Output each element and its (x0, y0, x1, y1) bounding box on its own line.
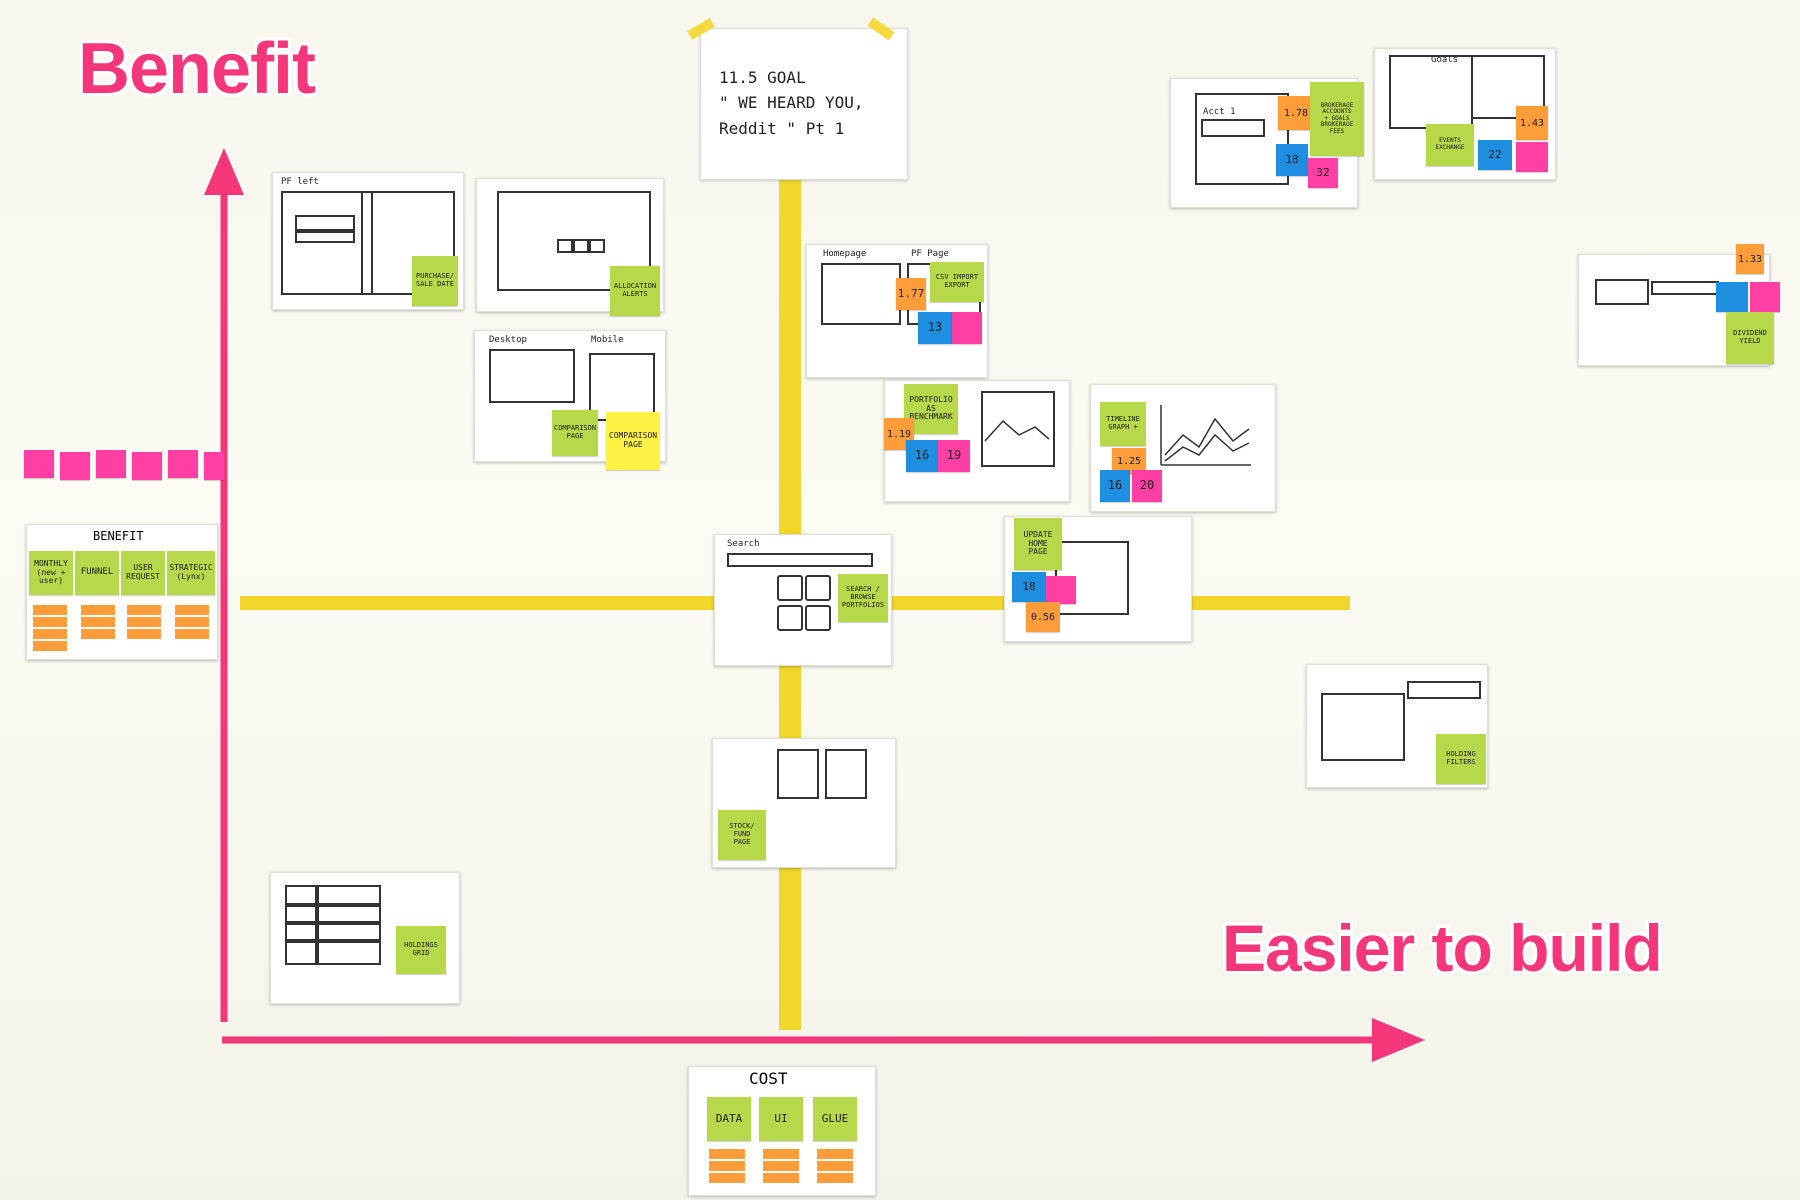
note-update-home-page: UPDATE HOME PAGE (1014, 518, 1062, 570)
orange-mini-note (33, 617, 67, 627)
benefit-legend-title: BENEFIT (93, 529, 144, 543)
pink-mini-note (204, 452, 224, 480)
note-19: 19 (938, 440, 970, 472)
note-pink-small (952, 312, 982, 344)
orange-mini-note (709, 1149, 745, 1159)
sheet-title-search: Search (727, 539, 760, 549)
note-1-78: 1.78 (1278, 96, 1314, 130)
orange-mini-note (175, 629, 209, 639)
note-comparison-page-a: COMPARISON PAGE (552, 410, 598, 456)
benefit-col-monthly: MONTHLY (new + user) (29, 551, 73, 595)
note-1-43: 1.43 (1516, 106, 1548, 140)
note-allocation-alerts: ALLOCATION ALERTS (610, 266, 660, 316)
note-22: 22 (1478, 140, 1512, 170)
note-holdings-grid: HOLDINGS GRID (396, 926, 446, 974)
orange-mini-note (33, 641, 67, 651)
note-1-77: 1.77 (896, 278, 926, 310)
note-pink-goals (1516, 142, 1548, 172)
note-comparison-page-b: COMPARISON PAGE (606, 412, 660, 470)
note-holding-filters: HOLDING FILTERS (1436, 734, 1486, 784)
goal-sheet: 11.5 GOAL " WE HEARD YOU, Reddit " Pt 1 (700, 28, 908, 180)
note-18b: 18 (1276, 144, 1308, 176)
cost-col-glue: GLUE (813, 1097, 857, 1141)
orange-mini-note (709, 1173, 745, 1183)
note-13: 13 (918, 312, 952, 344)
note-search-browse: SEARCH / BROWSE PORTFOLIOS (838, 574, 888, 622)
orange-mini-note (817, 1173, 853, 1183)
orange-mini-note (33, 629, 67, 639)
benefit-legend-sheet: BENEFIT MONTHLY (new + user) FUNNEL USER… (26, 524, 218, 660)
orange-mini-note (763, 1173, 799, 1183)
orange-mini-note (763, 1161, 799, 1171)
sheet-title-desktop: Desktop (489, 335, 527, 345)
sheet-title-accounts: Acct 1 (1203, 107, 1236, 117)
benefit-col-user-request: USER REQUEST (121, 551, 165, 595)
orange-mini-note (763, 1149, 799, 1159)
note-blue-dividend (1716, 282, 1748, 312)
note-pink-update (1046, 576, 1076, 604)
sheet-title-pf-page: PF Page (911, 249, 949, 259)
sheet-title-goals: Goals (1431, 55, 1459, 65)
orange-mini-note (127, 629, 161, 639)
note-brokerage-accounts: BROKERAGE ACCOUNTS + GOALS BROKERAGE FEE… (1310, 82, 1364, 156)
pink-mini-note (60, 452, 90, 480)
easier-to-build-axis-label: Easier to build (1222, 911, 1663, 985)
cost-legend-title: COST (749, 1069, 788, 1088)
note-portfolio-benchmark: PORTFOLIO AS BENCHMARK (904, 384, 958, 434)
orange-mini-note (81, 617, 115, 627)
sketch-line (984, 419, 1050, 442)
note-csv-import-export: CSV IMPORT EXPORT (930, 262, 984, 302)
note-16b: 16 (1100, 470, 1130, 502)
note-events-exchange: EVENTS EXCHANGE (1426, 124, 1474, 166)
cost-legend-sheet: COST DATA UI GLUE (688, 1066, 876, 1196)
sheet-title: PF left (281, 177, 319, 187)
note-18a: 18 (1012, 572, 1046, 602)
benefit-col-strategic: STRATEGIC (Lynx) (167, 551, 215, 595)
note-stock-fund-page: STOCK/ FUND PAGE (718, 810, 766, 860)
orange-mini-note (175, 605, 209, 615)
orange-mini-note (709, 1161, 745, 1171)
orange-mini-note (81, 629, 115, 639)
note-20: 20 (1132, 470, 1162, 502)
benefit-axis-label: Benefit (78, 29, 316, 109)
sheet-title-homepage: Homepage (823, 249, 867, 259)
orange-mini-note (127, 617, 161, 627)
cost-col-ui: UI (759, 1097, 803, 1141)
note-1-25: 1.25 (1112, 448, 1146, 474)
note-32: 32 (1308, 158, 1338, 188)
note-timeline-graph: TIMELINE GRAPH + (1100, 402, 1146, 446)
note-1-33: 1.33 (1736, 244, 1764, 274)
orange-mini-note (817, 1149, 853, 1159)
benefit-col-funnel: FUNNEL (75, 551, 119, 595)
pink-mini-note (168, 450, 198, 478)
orange-mini-note (33, 605, 67, 615)
pink-mini-note (24, 450, 54, 478)
pink-mini-note (96, 450, 126, 478)
note-0-56: 0.56 (1026, 602, 1060, 632)
note-16a: 16 (906, 440, 938, 472)
sketch-lines (1160, 405, 1251, 466)
orange-mini-note (127, 605, 161, 615)
goal-text: 11.5 GOAL " WE HEARD YOU, Reddit " Pt 1 (719, 67, 864, 138)
pink-mini-note (132, 452, 162, 480)
note-purchase-sale-date: PURCHASE/ SALE DATE (412, 256, 458, 306)
sheet-title-mobile: Mobile (591, 335, 624, 345)
orange-mini-note (175, 617, 209, 627)
orange-mini-note (81, 605, 115, 615)
cost-col-data: DATA (707, 1097, 751, 1141)
note-dividend-yield: DIVIDEND YIELD (1726, 312, 1774, 364)
orange-mini-note (817, 1161, 853, 1171)
sketch-sheet-holdings (270, 872, 460, 1004)
note-pink-dividend (1750, 282, 1780, 312)
